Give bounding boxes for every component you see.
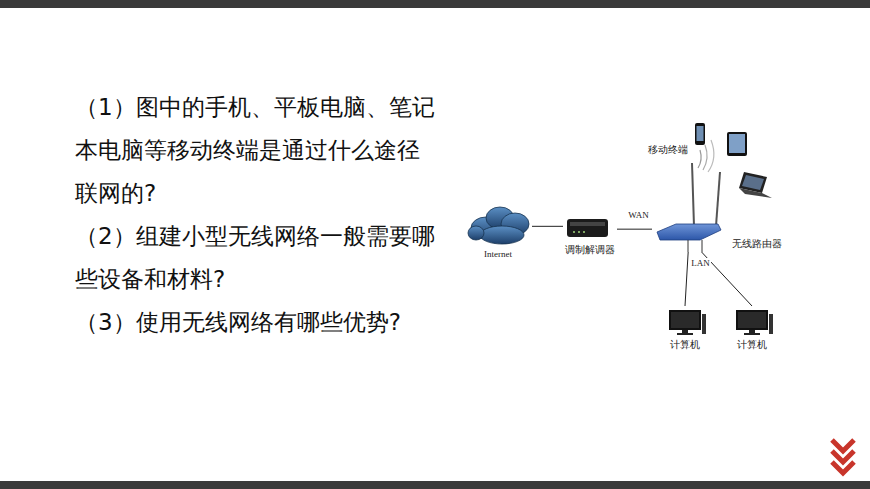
computer-node: 计算机: [664, 306, 706, 352]
network-cable: [617, 229, 652, 230]
port-label: WAN: [627, 210, 650, 220]
question-text: （2）组建小型无线网络一般需要哪 些设备和材料?: [75, 215, 475, 301]
internet-cloud-node: Internet: [464, 204, 532, 262]
mobile-devices: [695, 123, 772, 198]
device-label: 计算机: [670, 339, 700, 351]
network-cable: [685, 252, 688, 306]
device-label: 计算机: [737, 339, 767, 351]
bottom-bar: [0, 481, 870, 489]
question-text: （1）图中的手机、平板电脑、笔记 本电脑等移动终端是通过什么途径 联网的?: [75, 86, 475, 215]
port-label: LAN: [690, 258, 711, 268]
router-node: 无线路由器: [652, 218, 786, 252]
network-cable: [532, 226, 563, 227]
device-label: Internet: [484, 248, 512, 260]
computer-icon: [669, 310, 706, 335]
question-list: （1）图中的手机、平板电脑、笔记 本电脑等移动终端是通过什么途径 联网的?（2）…: [75, 86, 475, 344]
next-chevron: [832, 440, 854, 473]
device-label: 调制解调器: [565, 244, 615, 256]
question-text: （3）使用无线网络有哪些优势?: [75, 301, 475, 344]
device-label: 移动终端: [648, 144, 688, 156]
device-label: 无线路由器: [732, 238, 782, 250]
modem-node: 调制解调器: [563, 214, 617, 256]
modem-icon: [567, 219, 608, 237]
top-bar: [0, 0, 870, 8]
router-icon: [657, 140, 721, 252]
computer-icon: [736, 310, 773, 335]
internet-cloud: [468, 207, 529, 244]
mobile-terminal: 移动终端: [646, 116, 780, 200]
computer-node: 计算机: [731, 306, 773, 352]
